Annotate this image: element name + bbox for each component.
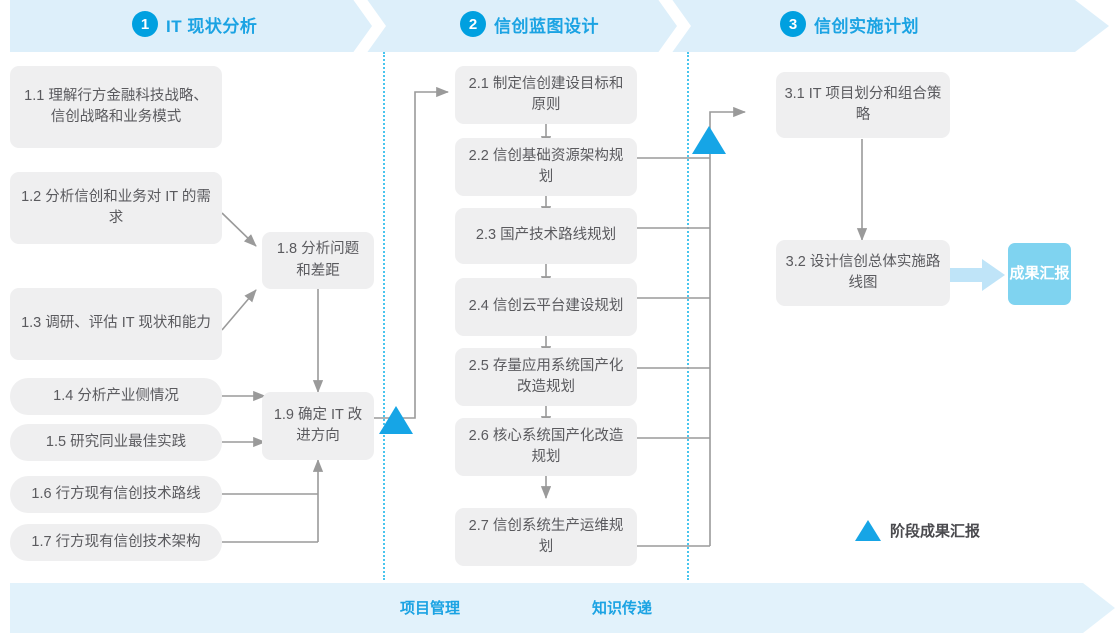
- milestone-triangle-phase1: [379, 406, 413, 434]
- phase-divider-2: [687, 52, 689, 580]
- task-box-1-5[interactable]: 1.5 研究同业最佳实践: [10, 424, 222, 461]
- footer-banner-body: [10, 583, 1083, 633]
- task-box-2-1[interactable]: 2.1 制定信创建设目标和原则: [455, 66, 637, 124]
- result-report-badge-label: 成果汇报: [1009, 264, 1070, 282]
- task-box-1-2[interactable]: 1.2 分析信创和业务对 IT 的需求: [10, 172, 222, 244]
- phase-banner-segment-2: [375, 0, 680, 52]
- task-box-1-3[interactable]: 1.3 调研、评估 IT 现状和能力: [10, 288, 222, 360]
- legend-milestone-label: 阶段成果汇报: [890, 523, 981, 540]
- triangle-icon: [855, 520, 881, 541]
- task-box-1-4[interactable]: 1.4 分析产业侧情况: [10, 378, 222, 415]
- footer-banner-arrow-tip: [1083, 583, 1115, 633]
- result-arrow: [950, 259, 1005, 291]
- phase-3-label[interactable]: 3 信创实施计划: [780, 11, 919, 37]
- task-box-1-6[interactable]: 1.6 行方现有信创技术路线: [10, 476, 222, 513]
- phase-banner: 1 IT 现状分析 2 信创蓝图设计 3 信创实施计划: [0, 0, 1115, 54]
- phase-3-number: 3: [780, 11, 806, 37]
- task-box-3-1[interactable]: 3.1 IT 项目划分和组合策略: [776, 72, 950, 138]
- task-box-1-7[interactable]: 1.7 行方现有信创技术架构: [10, 524, 222, 561]
- task-box-1-8[interactable]: 1.8 分析问题和差距: [262, 232, 374, 289]
- phase-1-label[interactable]: 1 IT 现状分析: [132, 11, 257, 37]
- phase-banner-segment-3: [680, 0, 1075, 52]
- phase-2-label[interactable]: 2 信创蓝图设计: [460, 11, 599, 37]
- milestone-triangle-phase2: [692, 126, 726, 154]
- task-box-2-4[interactable]: 2.4 信创云平台建设规划: [455, 278, 637, 336]
- phase-2-title: 信创蓝图设计: [494, 16, 599, 36]
- footer-label-project-management[interactable]: 项目管理: [400, 600, 461, 617]
- phase-1-number: 1: [132, 11, 158, 37]
- phase-1-title: IT 现状分析: [166, 16, 258, 36]
- task-box-1-9[interactable]: 1.9 确定 IT 改进方向: [262, 392, 374, 460]
- footer-banner: 项目管理 知识传递: [10, 583, 1115, 633]
- phase-divider-1: [383, 52, 385, 580]
- task-box-3-2[interactable]: 3.2 设计信创总体实施路线图: [776, 240, 950, 306]
- phase-2-number: 2: [460, 11, 486, 37]
- task-box-1-1[interactable]: 1.1 理解行方金融科技战略、信创战略和业务模式: [10, 66, 222, 148]
- task-box-2-3[interactable]: 2.3 国产技术路线规划: [455, 208, 637, 264]
- phase-3-title: 信创实施计划: [814, 16, 919, 36]
- result-report-badge[interactable]: 成果汇报: [1008, 243, 1071, 305]
- task-box-2-7[interactable]: 2.7 信创系统生产运维规划: [455, 508, 637, 566]
- phase-banner-arrow-tip: [1075, 0, 1109, 52]
- footer-label-knowledge-transfer[interactable]: 知识传递: [592, 600, 653, 617]
- legend-milestone: 阶段成果汇报: [855, 520, 980, 541]
- task-box-2-5[interactable]: 2.5 存量应用系统国产化改造规划: [455, 348, 637, 406]
- task-box-2-2[interactable]: 2.2 信创基础资源架构规划: [455, 138, 637, 196]
- task-box-2-6[interactable]: 2.6 核心系统国产化改造规划: [455, 418, 637, 476]
- phase-banner-segment-1: [10, 0, 375, 52]
